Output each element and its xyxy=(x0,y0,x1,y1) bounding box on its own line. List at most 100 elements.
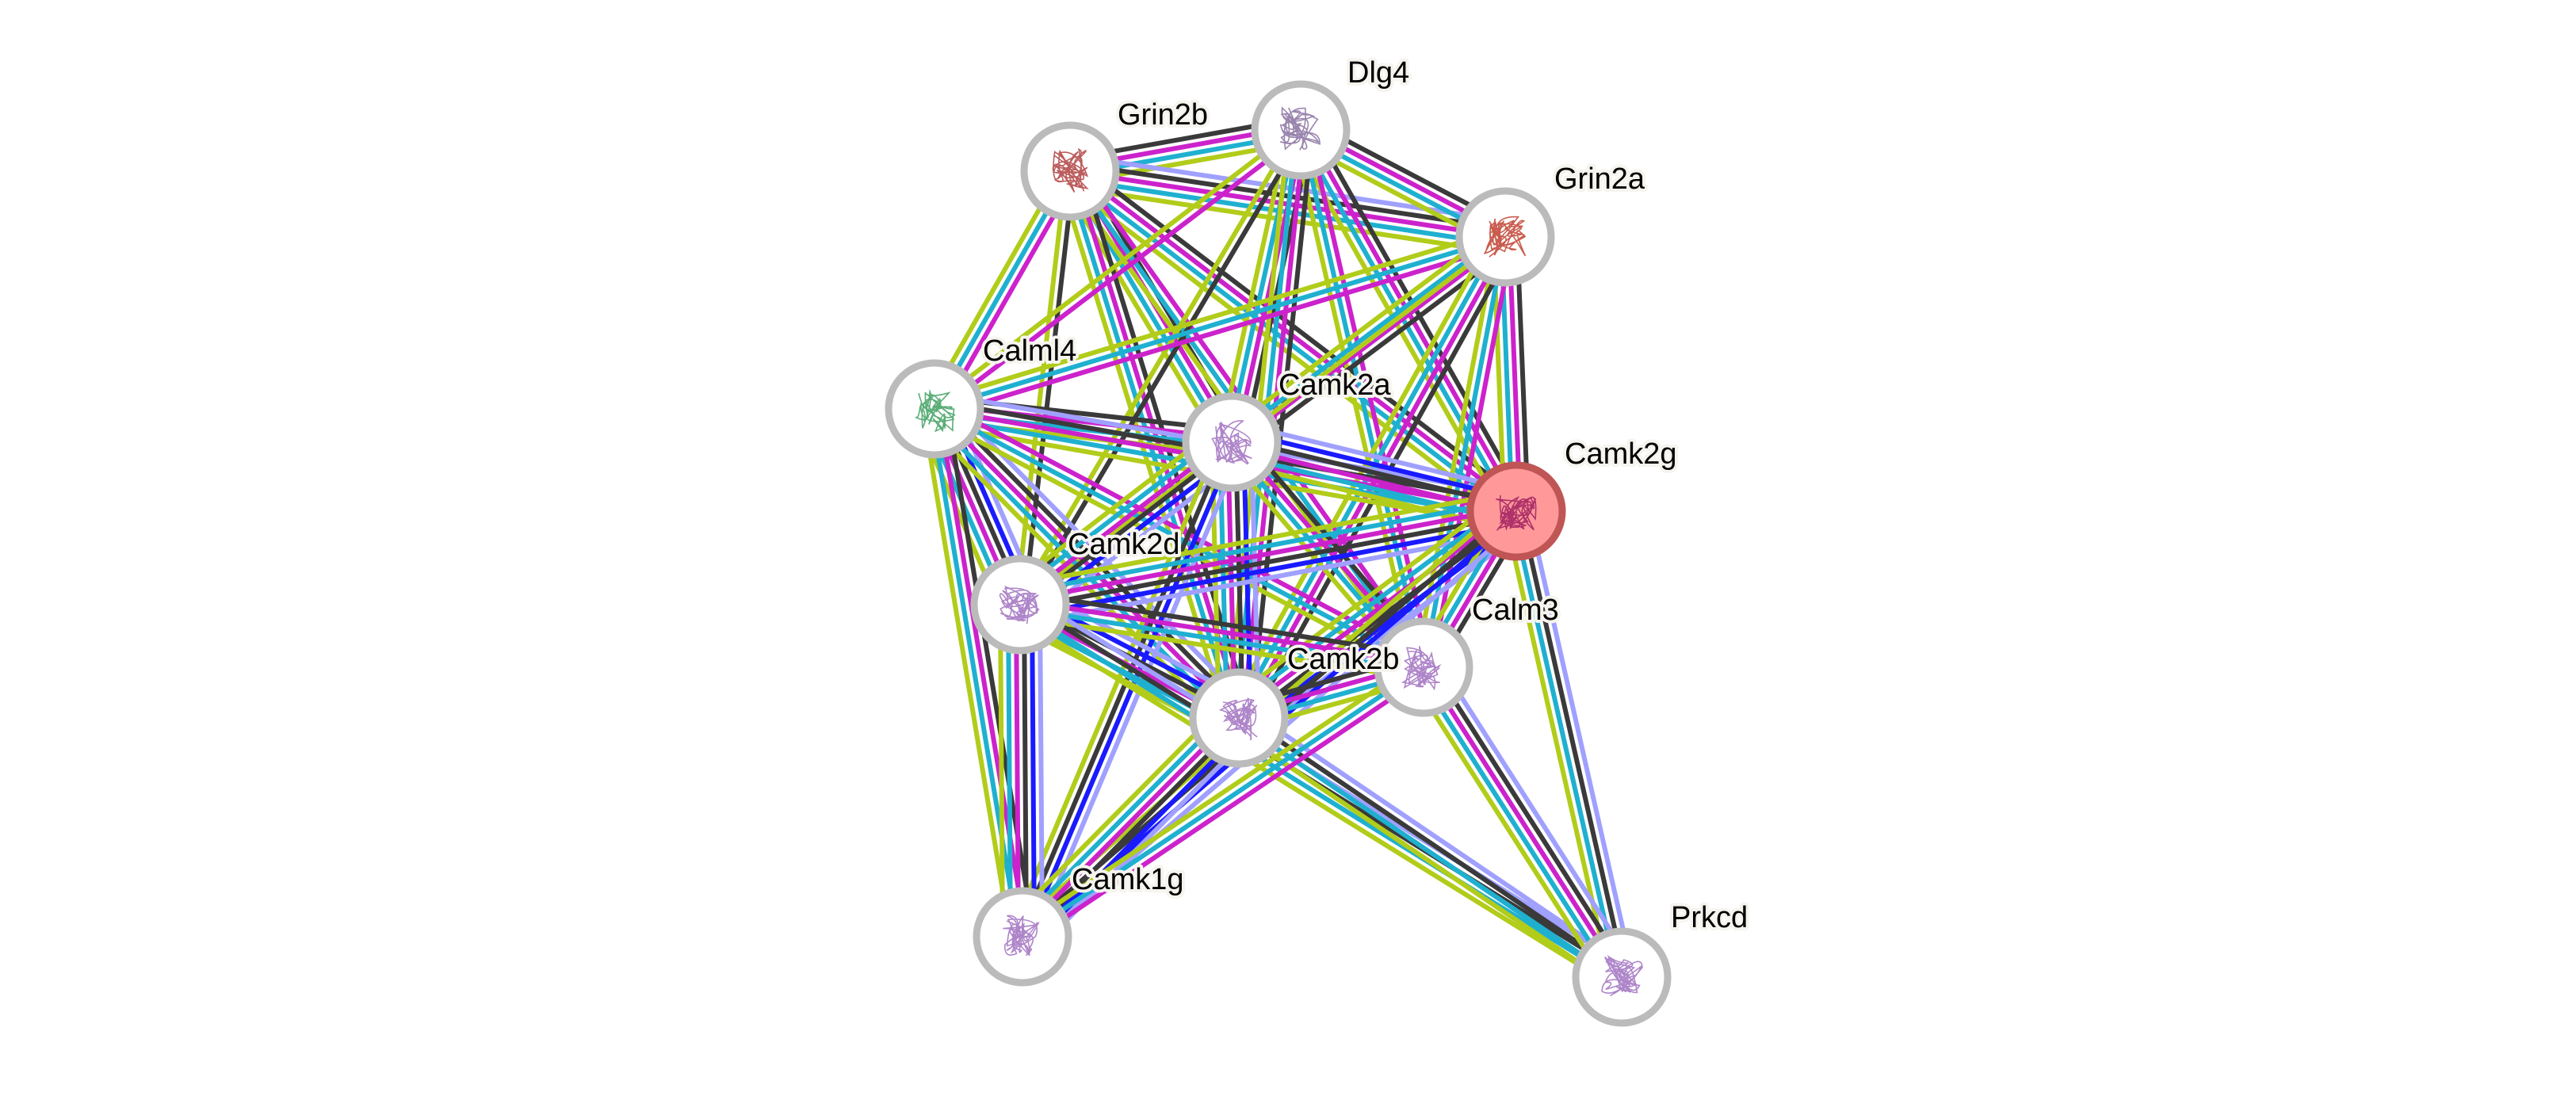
node-calm3[interactable] xyxy=(1374,617,1473,717)
evidence-line-textmining xyxy=(1015,489,1513,588)
evidence-line-experiments xyxy=(936,242,1508,419)
node-label-camk2a: Camk2a xyxy=(1278,369,1391,402)
evidence-line-textmining xyxy=(998,605,1006,938)
evidence-line-textmining xyxy=(1061,178,1511,523)
node-label-calm3: Calm3 xyxy=(1472,594,1559,627)
evidence-line-textmining xyxy=(1225,493,1506,705)
edge-camk2d-camk1g[interactable] xyxy=(998,604,1045,938)
node-camk2b[interactable] xyxy=(1189,668,1289,768)
evidence-line-coexpression xyxy=(1428,661,1630,975)
evidence-line-coexpression xyxy=(1016,439,1231,937)
evidence-line-experiments xyxy=(1421,666,1624,979)
evidence-line-textmining xyxy=(1408,674,1611,987)
node-camk2g[interactable] xyxy=(1466,461,1566,561)
node-grin2b[interactable] xyxy=(1020,121,1120,221)
edge-dlg4-calml4[interactable] xyxy=(931,124,1305,414)
evidence-line-experiments xyxy=(1071,166,1520,510)
evidence-line-databases xyxy=(934,235,1506,411)
node-label-grin2a: Grin2a xyxy=(1554,162,1645,196)
edge-grin2a-camk2a[interactable] xyxy=(1223,225,1514,454)
evidence-line-homology xyxy=(1525,508,1636,976)
evidence-line-experiments xyxy=(935,131,1305,414)
edge-grin2a-calml4[interactable] xyxy=(931,227,1508,419)
evidence-line-experiments xyxy=(1235,506,1515,717)
node-label-camk1g: Camk1g xyxy=(1072,863,1184,896)
evidence-line-cooccurrence xyxy=(1023,442,1238,940)
evidence-line-databases xyxy=(1415,670,1618,983)
node-calml4[interactable] xyxy=(885,359,984,459)
evidence-line-textmining xyxy=(1230,725,1617,989)
protein-structure-icon xyxy=(999,586,1040,624)
protein-structure-icon xyxy=(1003,915,1040,957)
node-camk1g[interactable] xyxy=(973,887,1072,987)
node-prkcd[interactable] xyxy=(1572,927,1672,1027)
node-label-camk2b: Camk2b xyxy=(1287,643,1400,676)
evidence-line-coexpression xyxy=(1248,131,1315,720)
evidence-line-experiments xyxy=(1025,671,1430,945)
node-camk2d[interactable] xyxy=(970,555,1070,655)
evidence-line-databases xyxy=(1006,605,1014,938)
protein-structure-icon xyxy=(1496,495,1537,531)
evidence-line-databases xyxy=(1016,605,1621,983)
edge-camk2g-camk2d[interactable] xyxy=(1015,489,1521,627)
node-circle[interactable] xyxy=(970,555,1070,655)
edge-calm3-camk1g[interactable] xyxy=(1016,659,1430,945)
node-grin2a[interactable] xyxy=(1455,187,1555,287)
nodes-layer xyxy=(885,80,1672,1027)
node-label-camk2d: Camk2d xyxy=(1068,528,1180,561)
edge-grin2b-camk2g[interactable] xyxy=(1061,159,1525,523)
node-label-camk2g: Camk2g xyxy=(1565,437,1677,471)
evidence-line-textmining xyxy=(1015,126,1300,604)
evidence-line-textmining xyxy=(920,410,1014,939)
evidence-line-coexpression xyxy=(1021,604,1029,937)
evidence-line-homology xyxy=(1236,420,1522,495)
edge-camk2d-calm3[interactable] xyxy=(1018,590,1426,682)
evidence-line-databases xyxy=(1017,497,1515,596)
evidence-line-cooccurrence xyxy=(1029,604,1037,937)
node-label-dlg4: Dlg4 xyxy=(1347,56,1409,90)
evidence-line-experiments xyxy=(1233,238,1509,448)
evidence-line-coexpression xyxy=(1517,510,1628,977)
evidence-line-coexpression xyxy=(1240,512,1520,724)
node-label-prkcd: Prkcd xyxy=(1671,901,1748,934)
evidence-line-coexpression xyxy=(1020,512,1518,611)
evidence-line-databases xyxy=(1012,708,1233,930)
node-label-grin2b: Grin2b xyxy=(1118,98,1208,132)
edge-camk2a-camk1g[interactable] xyxy=(1009,436,1245,943)
evidence-line-databases xyxy=(1510,511,1621,979)
evidence-line-textmining xyxy=(1018,613,1423,682)
evidence-line-coexpression xyxy=(1021,590,1426,659)
node-label-calml4: Calml4 xyxy=(983,334,1076,368)
evidence-line-textmining xyxy=(1009,436,1223,934)
evidence-line-experiments xyxy=(1019,505,1516,604)
evidence-line-experiments xyxy=(1020,598,1425,666)
protein-structure-icon xyxy=(1279,106,1320,151)
evidence-line-databases xyxy=(1235,719,1621,983)
protein-structure-icon xyxy=(1483,216,1527,258)
evidence-line-databases xyxy=(1228,451,1515,525)
evidence-line-coexpression xyxy=(1076,159,1525,504)
evidence-line-experiments xyxy=(1018,713,1238,936)
evidence-line-experiments xyxy=(932,407,1241,720)
evidence-line-databases xyxy=(1230,499,1511,711)
node-camk2a[interactable] xyxy=(1182,392,1282,492)
edge-camk2b-prkcd[interactable] xyxy=(1230,706,1630,989)
evidence-line-textmining xyxy=(931,227,1504,404)
protein-structure-icon xyxy=(1401,646,1442,691)
edge-calm3-prkcd[interactable] xyxy=(1408,657,1638,987)
evidence-line-cooccurrence xyxy=(1233,428,1520,502)
protein-structure-icon xyxy=(1211,420,1252,465)
labels-layer: Grin2b Dlg4Grin2aCalml4Camk2aCamk2gCamk2d… xyxy=(980,53,1751,938)
evidence-line-textmining xyxy=(1223,225,1500,435)
evidence-line-textmining xyxy=(1007,702,1227,925)
evidence-line-cooccurrence xyxy=(1022,520,1519,619)
evidence-line-databases xyxy=(1295,130,1515,514)
node-dlg4[interactable] xyxy=(1251,80,1351,180)
protein-structure-icon xyxy=(1218,697,1258,741)
evidence-line-databases xyxy=(1021,665,1425,939)
evidence-line-databases xyxy=(1228,231,1504,441)
protein-structure-icon xyxy=(915,388,956,433)
evidence-line-experiments xyxy=(1428,238,1515,670)
evidence-line-experiments xyxy=(1014,605,1022,938)
